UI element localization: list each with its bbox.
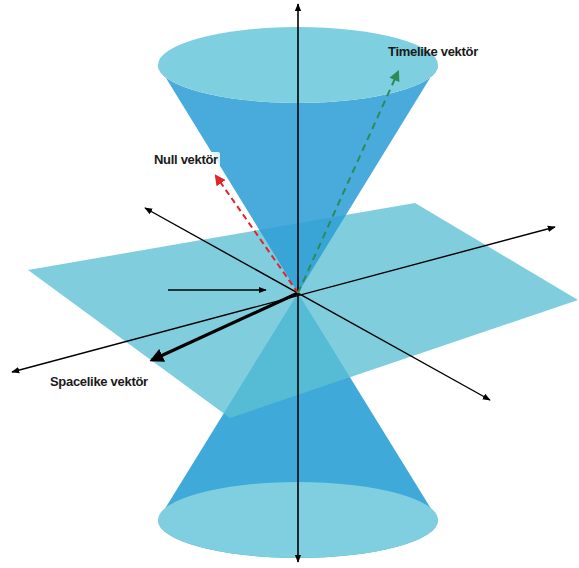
timelike-vector [298, 72, 398, 293]
vector-label: Timelike vektör [386, 44, 480, 59]
space-axis [145, 208, 490, 400]
time-axis [297, 4, 299, 562]
vector-label: Null vektör [152, 152, 220, 167]
spacelike-vector [152, 293, 298, 360]
null-vector [216, 176, 298, 293]
space-axis [12, 227, 555, 372]
pointer-arrow [168, 289, 266, 290]
vector-label: Spacelike vektör [48, 374, 150, 389]
